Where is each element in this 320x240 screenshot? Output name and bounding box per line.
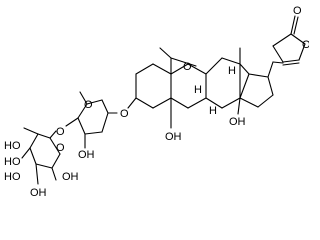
c9-hydrogen-label: H <box>194 84 202 96</box>
sugar2-ch2oh-label: HO <box>4 140 21 152</box>
aldehyde-oxygen-label: O <box>183 61 192 73</box>
sugar-ring-2 <box>29 133 61 169</box>
glycosidic-oxygen-1: O <box>120 108 129 120</box>
sugar2-hydroxyl-a: HO <box>4 171 21 183</box>
o-sugar2-bond <box>49 130 57 139</box>
c3-o-bond <box>127 97 137 109</box>
lactone-carbonyl-oxygen: O <box>293 5 302 17</box>
sugar2-ch2-bond <box>23 127 39 135</box>
lactone-link-bond <box>272 61 284 64</box>
steroid-ring-a <box>135 63 172 109</box>
lactone-ring <box>272 15 306 66</box>
sugar-ring-1 <box>77 91 109 135</box>
aldehyde-carbonyl-bond <box>159 47 172 59</box>
sugar2-hydroxyl-c: OH <box>30 187 47 199</box>
steroid-ring-b <box>170 63 207 109</box>
c8-hydrogen-label: H <box>209 105 217 117</box>
sugar2-oh-c-bond <box>35 163 39 185</box>
sugar2-hydroxyl-b: OH <box>62 171 79 183</box>
sugar1-hydroxyl-label: OH <box>78 149 95 161</box>
sugar2-oh-b-bond <box>51 167 57 181</box>
c5-hydroxyl-label: OH <box>165 131 182 143</box>
sugar1-o-bond <box>65 117 79 127</box>
sugar2-hydroxyl-d: HO <box>4 156 21 168</box>
c14-oh-bond <box>237 97 241 115</box>
sugar2-oh-a-bond <box>21 147 31 159</box>
lactone-ring-oxygen: O <box>302 39 309 51</box>
c13-hydrogen-label: H <box>228 65 236 77</box>
sugar1-ring-oxygen: O <box>84 99 93 111</box>
glycosidic-oxygen-2: O <box>56 126 65 138</box>
chemical-structure-diagram: O O H H H OH O <box>4 5 309 199</box>
aldehyde-bond <box>170 57 197 67</box>
steroid-ring-c <box>205 57 250 109</box>
c14-hydroxyl-label: OH <box>229 116 246 128</box>
steroid-ring-d <box>239 61 274 108</box>
sugar2-ring-oxygen: O <box>56 142 65 154</box>
